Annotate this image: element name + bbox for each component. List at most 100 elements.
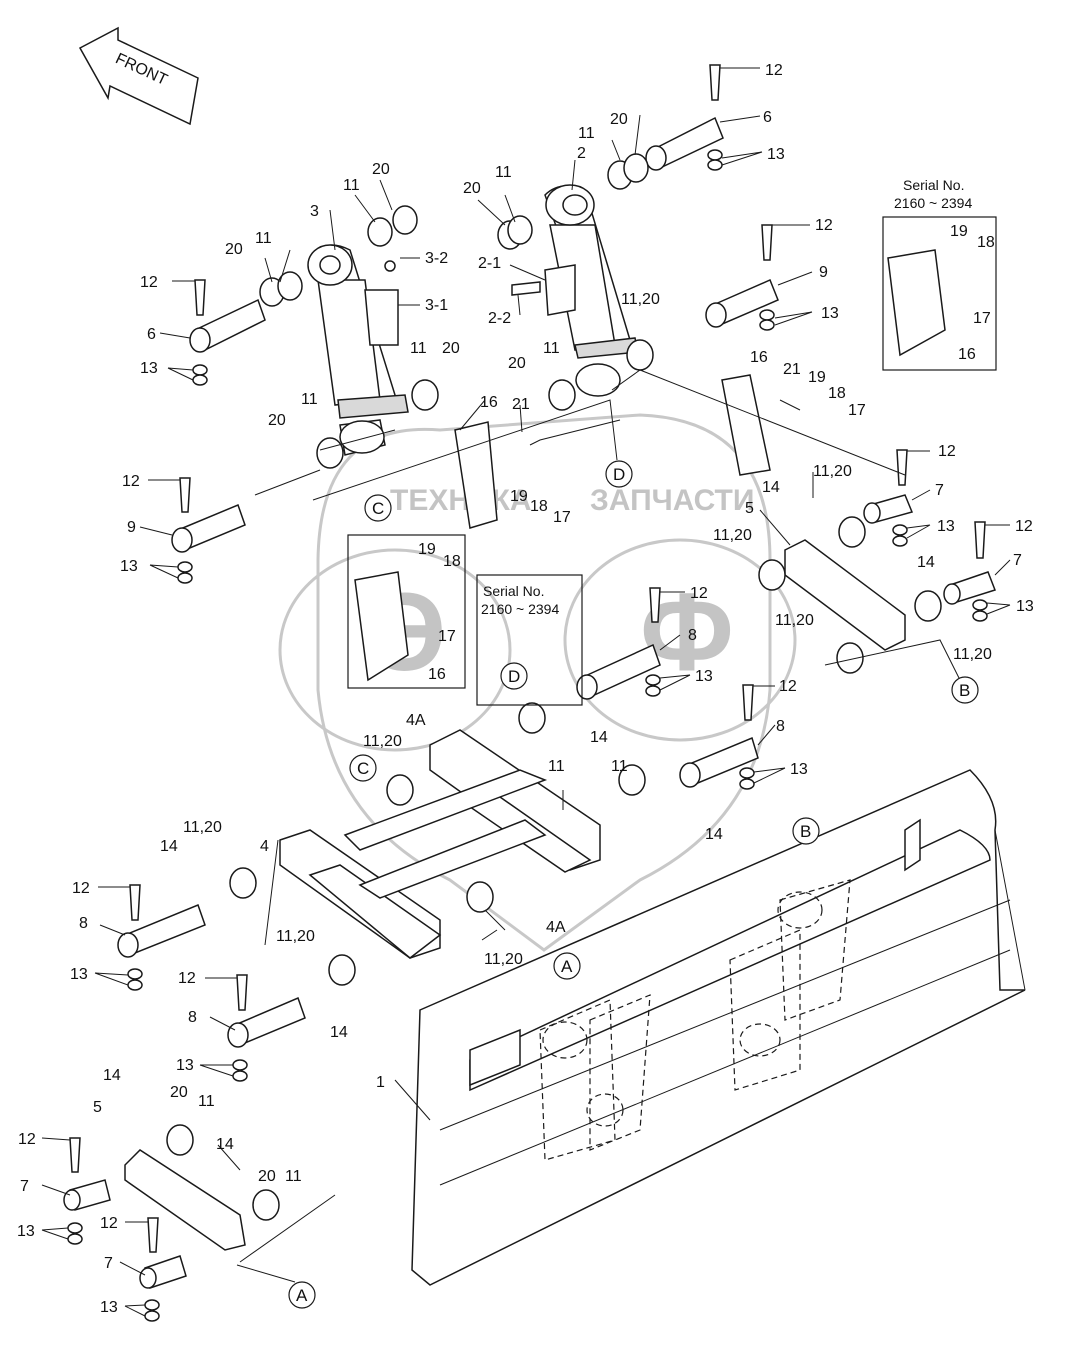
label-17: 17	[438, 628, 456, 645]
label-11: 11	[543, 340, 560, 357]
label-20: 20	[170, 1084, 188, 1101]
label-9: 9	[127, 519, 136, 536]
label-11: 11	[410, 340, 427, 357]
label-14: 14	[330, 1024, 348, 1041]
label-12: 12	[690, 585, 708, 602]
label-4a: 4A	[406, 712, 426, 729]
nuts	[67, 149, 988, 1322]
label-11: 11	[255, 230, 272, 247]
label-13: 13	[70, 966, 88, 983]
label-13: 13	[17, 1223, 35, 1240]
label-13: 13	[140, 360, 158, 377]
label-14: 14	[216, 1136, 234, 1153]
label-19: 19	[418, 541, 436, 558]
label-4a: 4A	[546, 919, 566, 936]
label-8: 8	[188, 1009, 197, 1026]
part-labels: 12 6 13 20 11 2 11 20 20 11 3 11 20 3-2 …	[17, 62, 1034, 1316]
label-17: 17	[973, 310, 991, 327]
label-12: 12	[779, 678, 797, 695]
label-14: 14	[917, 554, 935, 571]
label-11: 11	[285, 1168, 302, 1185]
label-12: 12	[178, 970, 196, 987]
label-11-20: 11,20	[621, 291, 660, 308]
detail-box-left	[347, 534, 466, 689]
label-11: 11	[611, 758, 628, 775]
serial-note-right-line1: Serial No.	[903, 177, 964, 193]
label-11-20: 11,20	[276, 928, 315, 945]
watermark-text-right: ЗАПЧАСТИ	[590, 484, 754, 517]
label-8: 8	[79, 915, 88, 932]
label-3-2: 3-2	[425, 250, 448, 267]
label-5: 5	[745, 500, 754, 517]
label-16: 16	[750, 349, 768, 366]
label-5: 5	[93, 1099, 102, 1116]
label-11-20: 11,20	[775, 612, 814, 629]
serial-note-right-line2: 2160 ~ 2394	[894, 195, 972, 211]
label-18: 18	[443, 553, 461, 570]
label-18: 18	[977, 234, 995, 251]
label-13: 13	[767, 146, 785, 163]
label-12: 12	[938, 443, 956, 460]
label-19: 19	[808, 369, 826, 386]
label-21: 21	[512, 396, 530, 413]
label-20: 20	[258, 1168, 276, 1185]
serial-box-center: Serial No. 2160 ~ 2394	[476, 574, 583, 706]
label-17: 17	[553, 509, 571, 526]
label-19: 19	[950, 223, 968, 240]
label-12: 12	[140, 274, 158, 291]
label-14: 14	[103, 1067, 121, 1084]
label-13: 13	[937, 518, 955, 535]
label-14: 14	[705, 826, 723, 843]
callout-c-upper: C	[372, 499, 384, 518]
label-12: 12	[815, 217, 833, 234]
label-6: 6	[763, 109, 772, 126]
label-13: 13	[821, 305, 839, 322]
callout-b-right: B	[959, 681, 970, 700]
label-14: 14	[160, 838, 178, 855]
label-7: 7	[1013, 552, 1022, 569]
callout-a-lower: A	[296, 1286, 308, 1305]
bolts	[69, 64, 986, 1253]
links	[124, 539, 906, 1251]
label-7: 7	[20, 1178, 29, 1195]
label-6: 6	[147, 326, 156, 343]
label-13: 13	[790, 761, 808, 778]
label-11: 11	[548, 758, 565, 775]
label-13: 13	[100, 1299, 118, 1316]
label-11: 11	[578, 125, 595, 142]
watermark-text-left: ТЕХНИКА	[390, 484, 532, 517]
label-20: 20	[442, 340, 460, 357]
front-arrow: FRONT	[78, 26, 199, 126]
label-7: 7	[935, 482, 944, 499]
label-20: 20	[268, 412, 286, 429]
callout-c-lower: C	[357, 759, 369, 778]
label-20: 20	[610, 111, 628, 128]
rings	[166, 153, 942, 1221]
label-12: 12	[100, 1215, 118, 1232]
label-2-1: 2-1	[478, 255, 501, 272]
label-16: 16	[428, 666, 446, 683]
callout-d-upper: D	[613, 465, 625, 484]
callout-b-bucket: B	[800, 822, 811, 841]
label-12: 12	[765, 62, 783, 79]
callout-circles: C D D C B B A A	[288, 460, 979, 1309]
label-20: 20	[372, 161, 390, 178]
callout-a-bucket: A	[561, 957, 573, 976]
label-18: 18	[530, 498, 548, 515]
serial-note-center-line1: Serial No.	[483, 583, 544, 599]
label-8: 8	[688, 627, 697, 644]
label-17: 17	[848, 402, 866, 419]
label-1: 1	[376, 1074, 385, 1091]
label-13: 13	[176, 1057, 194, 1074]
label-12: 12	[18, 1131, 36, 1148]
label-2: 2	[577, 145, 586, 162]
label-14: 14	[762, 479, 780, 496]
label-7: 7	[104, 1255, 113, 1272]
label-11-20: 11,20	[363, 733, 402, 750]
label-4: 4	[260, 838, 269, 855]
label-20: 20	[508, 355, 526, 372]
label-11-20: 11,20	[713, 527, 752, 544]
callout-d-lower: D	[508, 667, 520, 686]
label-11: 11	[495, 164, 512, 181]
